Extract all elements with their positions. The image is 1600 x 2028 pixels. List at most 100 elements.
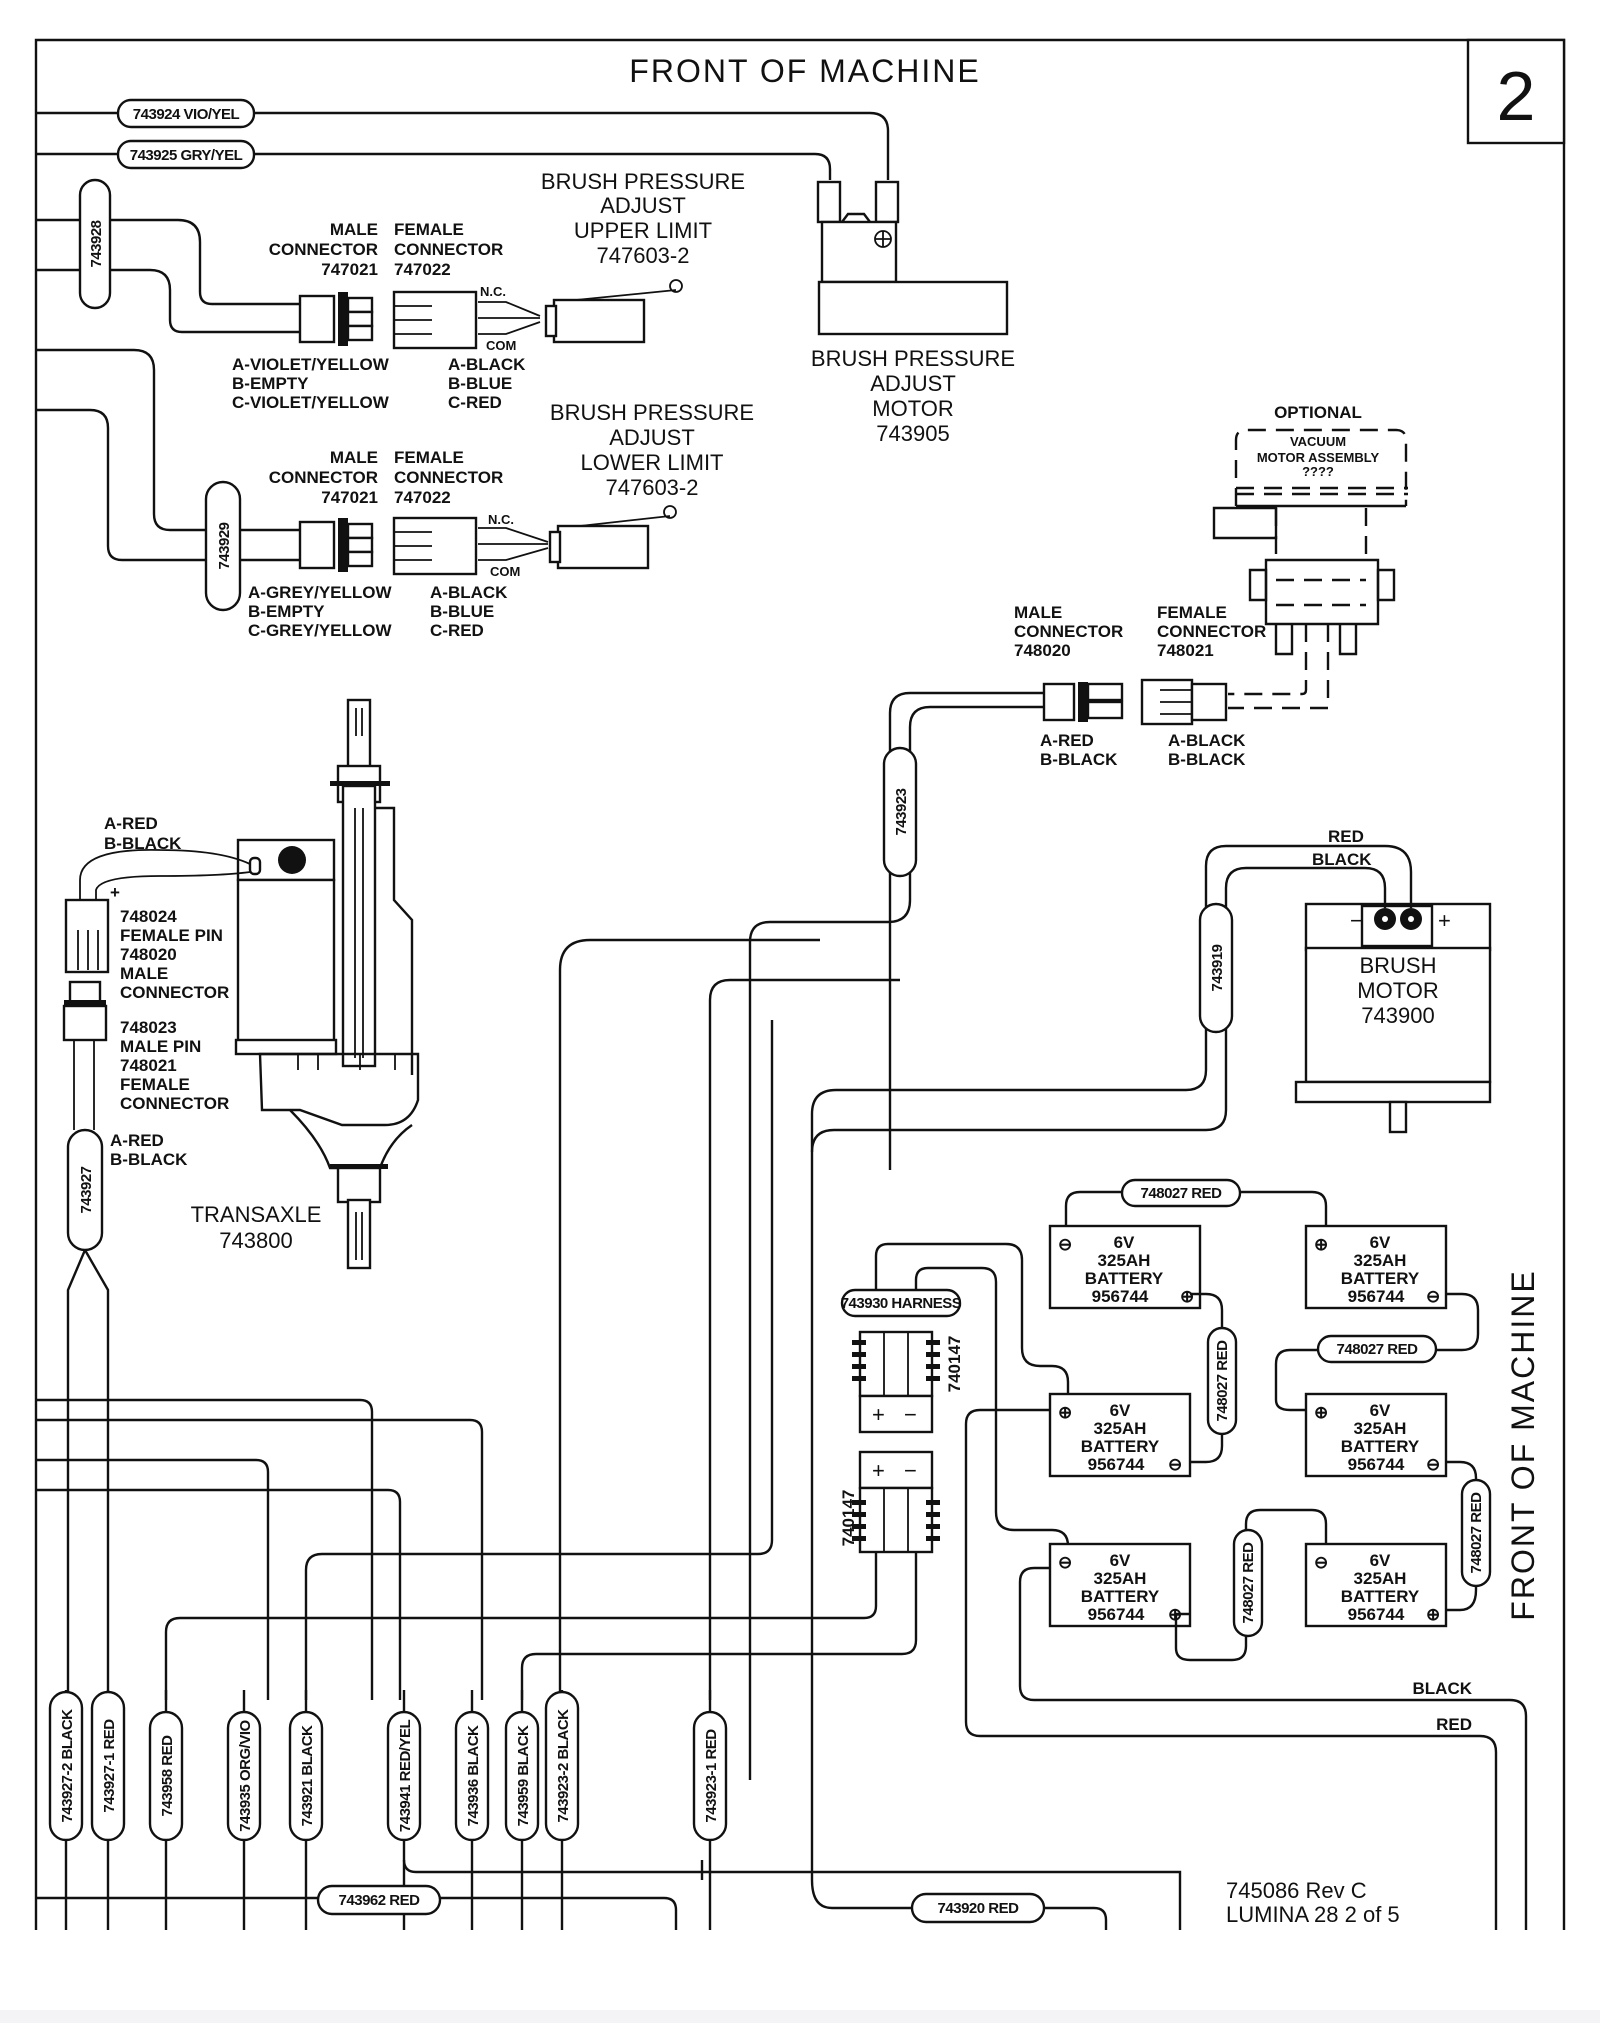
svg-text:ADJUST: ADJUST bbox=[870, 371, 956, 396]
harness-label-743930: 743930 HARNESS bbox=[841, 1295, 962, 1312]
transaxle-caption: TRANSAXLE 743800 bbox=[191, 1202, 322, 1253]
brush-motor-black-label: BLACK bbox=[1312, 850, 1372, 869]
svg-text:A-RED: A-RED bbox=[110, 1131, 164, 1150]
bottom-harness-label: 743941 RED/YEL bbox=[386, 1690, 422, 1930]
bottom-harness-label: 743958 RED bbox=[148, 1690, 184, 1930]
svg-text:BATTERY: BATTERY bbox=[1341, 1269, 1420, 1288]
vacuum-female-connector bbox=[1140, 678, 1228, 726]
brush-motor-red-label: RED bbox=[1328, 827, 1364, 846]
transaxle-female-pin-connector bbox=[64, 898, 110, 974]
battery-cell: ⊖ 6V 325AH BATTERY 956744 ⊕ bbox=[1048, 1224, 1202, 1310]
svg-text:FEMALE: FEMALE bbox=[394, 448, 464, 467]
harness-743929: 743929 bbox=[36, 348, 300, 612]
bottom-harness-label-text: 743927-1 RED bbox=[101, 1719, 118, 1813]
svg-text:⊕: ⊕ bbox=[1314, 1235, 1328, 1254]
svg-text:C-VIOLET/YELLOW: C-VIOLET/YELLOW bbox=[232, 393, 390, 412]
page-bottom-strip bbox=[0, 2010, 1600, 2023]
svg-text:325AH: 325AH bbox=[1354, 1251, 1407, 1270]
svg-text:+: + bbox=[110, 883, 120, 902]
battery-cell: ⊕ 6V 325AH BATTERY 956744 ⊖ bbox=[1048, 1392, 1192, 1478]
svg-text:748027 RED: 748027 RED bbox=[1240, 1542, 1257, 1624]
jumper-748027-left-vertical: 748027 RED bbox=[1190, 1292, 1238, 1464]
battery-harness-743930: 743930 HARNESS bbox=[841, 1242, 1070, 1554]
jumper-748027-bottom: 748027 RED bbox=[1174, 1508, 1328, 1662]
wire-743958 bbox=[164, 1552, 878, 1700]
bottom-label-row: 743927-2 BLACK 743927-1 RED 743958 RED 7439… bbox=[48, 1690, 728, 1930]
svg-text:BATTERY: BATTERY bbox=[1081, 1437, 1160, 1456]
battery-connector-upper: + − 740147 bbox=[852, 1330, 964, 1434]
svg-text:FEMALE: FEMALE bbox=[1157, 603, 1227, 622]
bottom-harness-label: 743935 ORG/VIO bbox=[226, 1690, 262, 1930]
wire-743959 bbox=[520, 1552, 918, 1700]
main-battery-leads: BLACK RED bbox=[964, 1408, 1528, 1930]
sheet-title: FRONT OF MACHINE bbox=[629, 53, 980, 89]
minus-icon: − bbox=[904, 1402, 917, 1427]
svg-text:748027 RED: 748027 RED bbox=[1468, 1492, 1485, 1574]
svg-text:BRUSH: BRUSH bbox=[1359, 953, 1436, 978]
jumper-748027-top: 748027 RED bbox=[1064, 1178, 1328, 1226]
harness-743919: 743919 bbox=[810, 844, 1413, 1880]
svg-text:956744: 956744 bbox=[1092, 1287, 1149, 1306]
motor-terminal-left bbox=[816, 180, 842, 224]
wire-743924: 743924 VIO/YEL bbox=[36, 98, 890, 180]
svg-text:⊕: ⊕ bbox=[1058, 1403, 1072, 1422]
svg-text:FEMALE: FEMALE bbox=[394, 220, 464, 239]
nc-label: N.C. bbox=[488, 512, 514, 527]
svg-text:748023: 748023 bbox=[120, 1018, 177, 1037]
svg-text:FEMALE PIN: FEMALE PIN bbox=[120, 926, 223, 945]
svg-text:CONNECTOR: CONNECTOR bbox=[120, 983, 229, 1002]
svg-text:⊕: ⊕ bbox=[1314, 1403, 1328, 1422]
brush-motor-caption: BRUSH MOTOR 743900 bbox=[1357, 953, 1438, 1028]
upper-female-connector bbox=[392, 290, 478, 350]
svg-text:C-RED: C-RED bbox=[448, 393, 502, 412]
svg-text:743962 RED: 743962 RED bbox=[339, 1892, 421, 1909]
svg-text:B-BLACK: B-BLACK bbox=[110, 1150, 188, 1169]
svg-text:743900: 743900 bbox=[1361, 1003, 1434, 1028]
svg-text:747603-2: 747603-2 bbox=[606, 475, 699, 500]
svg-text:B-EMPTY: B-EMPTY bbox=[232, 374, 309, 393]
svg-text:LOWER LIMIT: LOWER LIMIT bbox=[580, 450, 723, 475]
upper-connector-titles: MALE CONNECTOR 747021 FEMALE CONNECTOR 7… bbox=[269, 220, 504, 279]
page-number: 2 bbox=[1497, 57, 1536, 135]
vacuum-motor-caption: VACUUM MOTOR ASSEMBLY ???? bbox=[1257, 434, 1380, 479]
main-black-label: BLACK bbox=[1413, 1679, 1473, 1698]
lower-female-connector bbox=[392, 516, 478, 576]
harness-trunk-wires bbox=[36, 938, 900, 1880]
svg-text:CONNECTOR: CONNECTOR bbox=[394, 240, 503, 259]
svg-text:MOTOR: MOTOR bbox=[872, 396, 953, 421]
bottom-harness-label: 743936 BLACK bbox=[454, 1690, 490, 1930]
svg-text:748020: 748020 bbox=[1014, 641, 1071, 660]
svg-text:VACUUM: VACUUM bbox=[1290, 434, 1346, 449]
com-label: COM bbox=[490, 564, 520, 579]
connector-label-740147: 740147 bbox=[945, 1336, 964, 1393]
nc-label: N.C. bbox=[480, 284, 506, 299]
svg-text:743905: 743905 bbox=[876, 421, 949, 446]
wire-label-743924: 743924 VIO/YEL bbox=[133, 106, 240, 123]
svg-text:MOTOR ASSEMBLY: MOTOR ASSEMBLY bbox=[1257, 450, 1380, 465]
svg-text:A-RED: A-RED bbox=[104, 814, 158, 833]
svg-text:325AH: 325AH bbox=[1354, 1419, 1407, 1438]
harness-label-743928: 743928 bbox=[88, 220, 105, 267]
svg-text:⊖: ⊖ bbox=[1314, 1553, 1328, 1572]
svg-text:6V: 6V bbox=[1110, 1401, 1131, 1420]
harness-label-743927: 743927 bbox=[78, 1166, 95, 1213]
svg-text:BRUSH PRESSURE: BRUSH PRESSURE bbox=[541, 169, 745, 194]
bottom-harness-label: 743927-2 BLACK bbox=[48, 1690, 84, 1930]
svg-text:6V: 6V bbox=[1370, 1233, 1391, 1252]
svg-text:325AH: 325AH bbox=[1354, 1569, 1407, 1588]
svg-text:⊖: ⊖ bbox=[1058, 1553, 1072, 1572]
svg-text:B-BLUE: B-BLUE bbox=[448, 374, 512, 393]
svg-text:748027 RED: 748027 RED bbox=[1141, 1185, 1223, 1202]
bottom-harness-label-text: 743927-2 BLACK bbox=[59, 1709, 76, 1823]
svg-text:⊕: ⊕ bbox=[1180, 1287, 1194, 1306]
svg-text:MALE PIN: MALE PIN bbox=[120, 1037, 201, 1056]
svg-text:⊖: ⊖ bbox=[1058, 1235, 1072, 1254]
bottom-harness-label: 743921 BLACK bbox=[288, 1690, 324, 1930]
bottom-harness-label: 743923-1 RED bbox=[692, 1690, 728, 1930]
svg-text:????: ???? bbox=[1302, 464, 1334, 479]
svg-text:B-BLACK: B-BLACK bbox=[1168, 750, 1246, 769]
svg-text:MALE: MALE bbox=[330, 448, 378, 467]
bottom-harness-label-text: 743941 RED/YEL bbox=[397, 1720, 414, 1833]
svg-text:CONNECTOR: CONNECTOR bbox=[1157, 622, 1266, 641]
harness-label-743923: 743923 bbox=[893, 788, 910, 835]
